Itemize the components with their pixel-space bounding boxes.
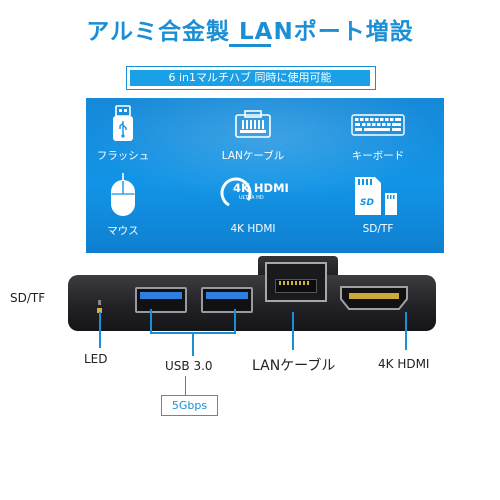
led-dot [97, 308, 102, 313]
feature-label-lan: LANケーブル [221, 150, 285, 162]
subtitle-frame [126, 66, 376, 90]
lan-port-pins [279, 281, 311, 285]
4k-hdmi-icon: 4K HDMI ULTRA HD [219, 176, 289, 210]
usb-flash-drive-icon [113, 105, 133, 141]
usb-port-2 [201, 287, 253, 313]
subtitle-banner: 6 in1マルチハブ 同時に使用可能 [130, 70, 370, 86]
mouse-icon [111, 173, 135, 216]
sd-card-icon [355, 177, 397, 215]
sd-slot [98, 300, 101, 305]
hdmi-ring-icon [220, 177, 252, 209]
usb-speed-line [185, 376, 186, 396]
usb-label: USB 3.0 [165, 359, 213, 373]
usb-speed-badge: 5Gbps [161, 395, 218, 416]
hdmi-port [340, 286, 408, 310]
usb-port-2-tongue [206, 292, 248, 299]
feature-label-mouse: マウス [107, 225, 139, 237]
keyboard-icon [351, 114, 405, 136]
feature-label-hdmi: 4K HDMI [230, 223, 276, 235]
feature-panel: フラッシュ LANケーブル キーボード マウス 4K HDMI ULTRA HD… [86, 98, 444, 253]
feature-label-keyboard: キーボード [351, 150, 405, 162]
led-label: LED [84, 352, 108, 366]
hdmi-callout-line [405, 312, 407, 350]
usb-callout-left [150, 309, 152, 333]
sd-card-logo: SD [360, 198, 374, 208]
lan-callout-line [292, 312, 294, 350]
page-title: アルミ合金製 LANポート増設 [86, 19, 414, 45]
usb-port-1 [135, 287, 187, 313]
usb-callout-right [234, 309, 236, 333]
lan-port [265, 262, 327, 302]
feature-label-flash: フラッシュ [96, 150, 150, 162]
sd-tf-label: SD/TF [10, 291, 46, 305]
usb-port-1-tongue [140, 292, 182, 299]
hdmi-label: 4K HDMI [378, 357, 430, 371]
usb-callout-stem [192, 332, 194, 356]
hdmi-badge-subtext: ULTRA HD [239, 195, 264, 201]
lan-label: LANケーブル [252, 358, 336, 374]
ethernet-port-icon [235, 110, 271, 138]
led-callout-line [99, 312, 101, 348]
feature-label-sdtf: SD/TF [362, 223, 394, 235]
title-underline [229, 44, 271, 47]
hdmi-badge-text: 4K HDMI [233, 181, 289, 195]
